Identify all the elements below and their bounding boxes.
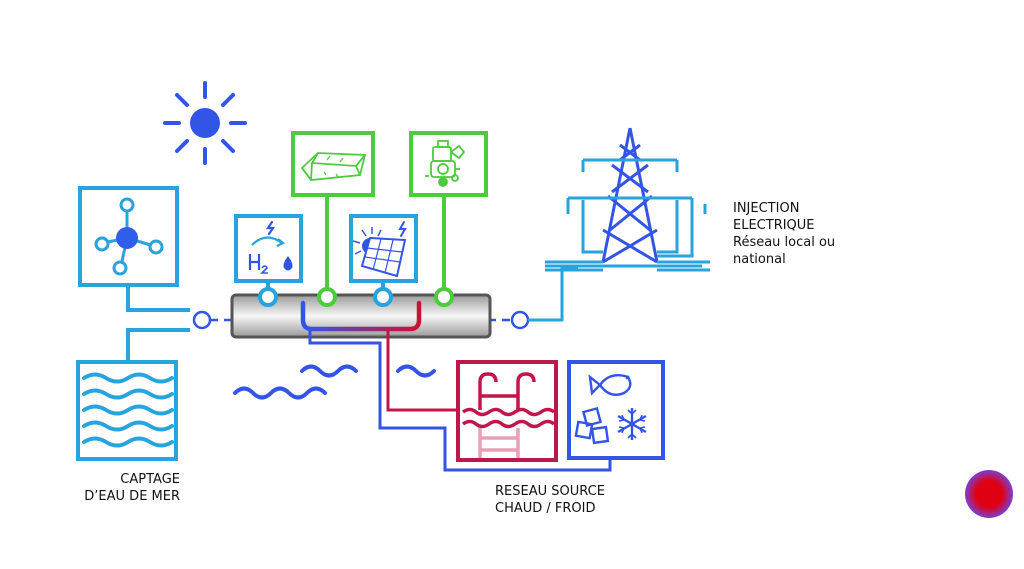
red-dot-indicator[interactable]: [965, 470, 1013, 518]
pool-ladder-icon: [461, 372, 556, 458]
injection-label-line3: Réseau local ou: [733, 235, 836, 250]
molecule-box: [78, 186, 179, 287]
injection-label-line1: INJECTION: [733, 201, 800, 216]
cold-box: [567, 360, 665, 460]
injection-label: INJECTION ELECTRIQUE Réseau local ou nat…: [733, 200, 835, 268]
power-pylon-icon: [545, 127, 710, 272]
seawater-connector: [126, 328, 190, 362]
hydrogen-icon: [248, 220, 293, 274]
hydrogen-box: [234, 214, 303, 283]
cold-fish-ice-snowflake-icon: [574, 374, 647, 445]
engine-port: [434, 287, 454, 307]
engine-box: [409, 131, 488, 197]
sea-waves-icon: [233, 364, 436, 400]
cold-network-pipe: [308, 329, 612, 472]
captage-label-line2: D’EAU DE MER: [84, 489, 180, 504]
injection-label-line2: ELECTRIQUE: [733, 218, 815, 233]
captage-label-line1: CAPTAGE: [120, 472, 180, 487]
main-pipe: [230, 293, 492, 339]
captage-label: CAPTAGE D’EAU DE MER: [72, 471, 180, 505]
snowflake-icon: [617, 408, 647, 440]
sun-icon: [163, 81, 247, 165]
seawater-box: [76, 360, 178, 461]
molecule-icon: [94, 197, 164, 276]
molecule-connector: [126, 285, 190, 312]
pool-box: [456, 360, 558, 462]
right-connector-node: [510, 310, 530, 330]
seawater-waves-icon: [82, 372, 174, 448]
heat-exchange-u-pipe: [300, 300, 422, 332]
hot-network-pipe: [386, 329, 458, 412]
solar-port: [373, 287, 393, 307]
solar-panel-box: [349, 214, 418, 283]
hydrogen-port: [258, 287, 278, 307]
engine-icon: [425, 140, 466, 187]
reseau-label-line1: RESEAU SOURCE: [495, 484, 605, 499]
storage-port: [317, 287, 337, 307]
solar-panel-icon: [352, 221, 407, 278]
reseau-label: RESEAU SOURCE CHAUD / FROID: [495, 483, 605, 517]
storage-block-icon: [300, 152, 367, 181]
storage-box: [291, 131, 375, 197]
left-connector-node: [192, 310, 212, 330]
grid-connector: [528, 266, 578, 322]
reseau-label-line2: CHAUD / FROID: [495, 501, 596, 516]
injection-label-line4: national: [733, 252, 786, 267]
